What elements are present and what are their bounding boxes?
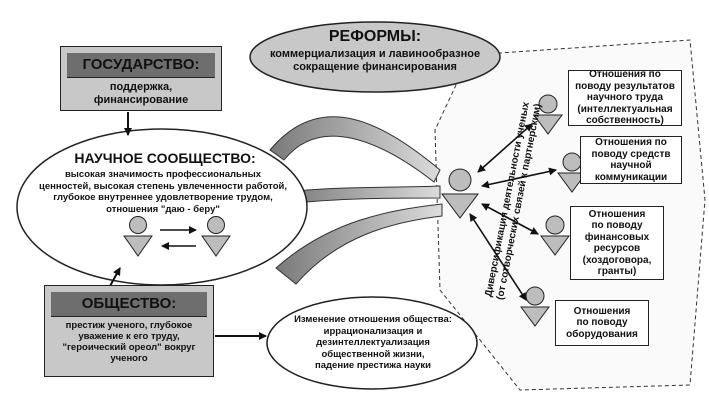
figure-scientist-right: [201, 216, 231, 257]
community-text: высокая значимость профессиональных ценн…: [39, 169, 287, 215]
relation-box-finance: Отношения по поводу финансовых ресурсов …: [570, 206, 664, 280]
relation-label-communication: Отношения по поводу средств научной комм…: [591, 137, 671, 183]
flow-band-community: [285, 185, 441, 205]
arrow-central-partner-2: [481, 167, 557, 189]
arrow-central-partner-1: [477, 123, 533, 173]
arrow-central-partner-4: [469, 213, 527, 301]
relation-label-results: Отношения по поводу результатов научного…: [575, 69, 675, 127]
reforms-ellipse: [249, 21, 501, 93]
community-title: НАУЧНОЕ СООБЩЕСТВО:: [74, 150, 256, 166]
society-text: престиж ученого, глубокое уважение к его…: [62, 320, 196, 364]
relation-label-equipment: Отношения по поводу оборудования: [566, 305, 638, 340]
reforms-title: РЕФОРМЫ:: [328, 28, 422, 45]
figure-partner-3: [540, 215, 570, 256]
arrow-society-to-community: [109, 267, 121, 287]
relation-box-results: Отношения по поводу результатов научного…: [568, 69, 682, 127]
flow-band-reforms: [269, 116, 441, 183]
society-box: ОБЩЕСТВО: престиж ученого, глубокое уваж…: [44, 285, 214, 377]
society-title: ОБЩЕСТВО:: [51, 292, 207, 317]
state-title: ГОСУДАРСТВО:: [67, 53, 215, 78]
figure-partner-1: [533, 94, 563, 135]
relation-box-equipment: Отношения по поводу оборудования: [555, 300, 649, 346]
figure-scientist-central: [441, 168, 479, 219]
figure-partner-4: [520, 286, 550, 327]
society-change-ellipse: [266, 296, 478, 390]
state-subtitle: поддержка, финансирование: [93, 81, 189, 106]
reforms-subtitle: коммерциализация и лавинообразное сокращ…: [269, 48, 481, 73]
relation-label-finance: Отношения по поводу финансовых ресурсов …: [582, 208, 652, 278]
figure-scientist-left: [123, 216, 153, 257]
state-box: ГОСУДАРСТВО: поддержка, финансирование: [60, 46, 222, 111]
relation-box-communication: Отношения по поводу средств научной комм…: [580, 136, 682, 184]
society-change-text: Изменение отношения общества: иррационал…: [294, 314, 452, 371]
figure-partner-2: [557, 152, 587, 193]
flow-band-society: [275, 203, 443, 285]
